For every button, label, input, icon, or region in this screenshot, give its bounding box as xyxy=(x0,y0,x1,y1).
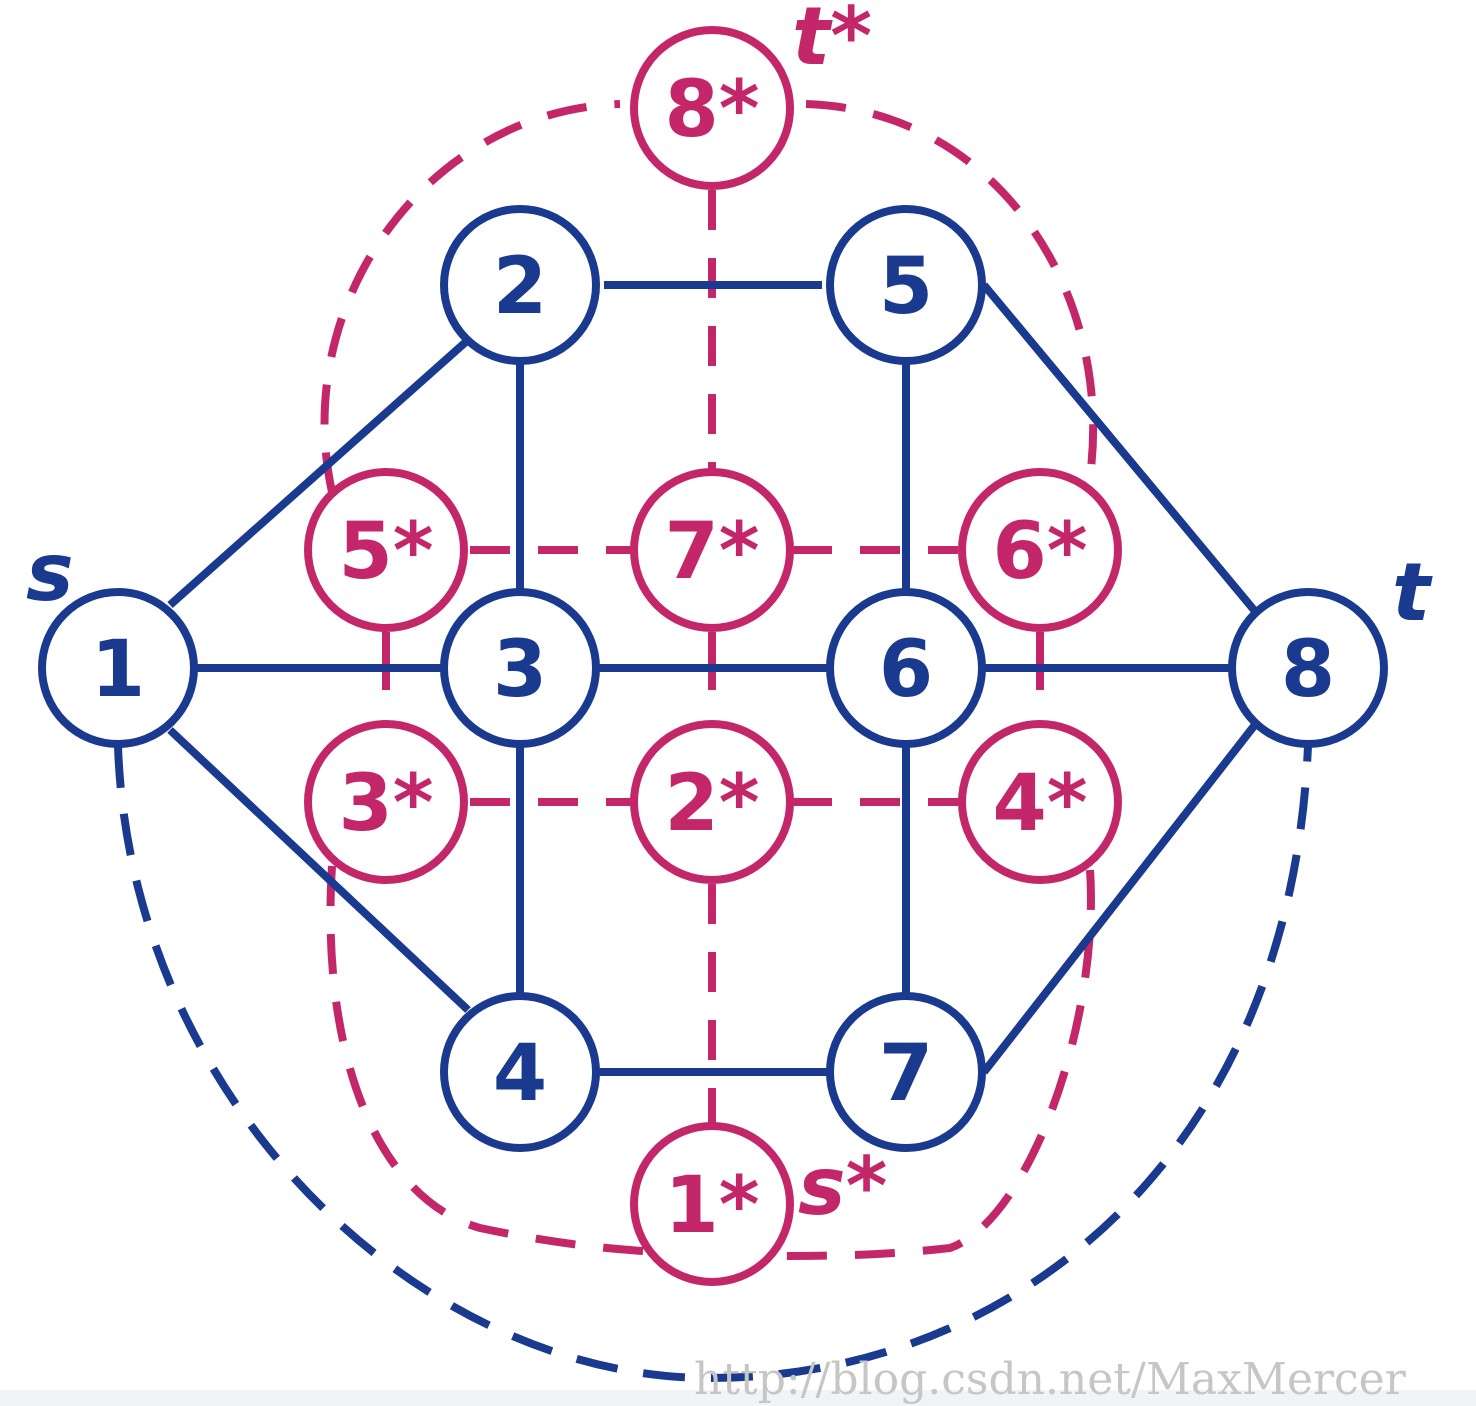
dual-node-7-circle xyxy=(958,720,1122,884)
dual-node-8-label: 1* xyxy=(664,1161,759,1251)
watermark: http://blog.csdn.net/MaxMercer xyxy=(694,1354,1407,1405)
dual-node-4-circle xyxy=(958,468,1122,632)
label-dual-source: s* xyxy=(798,1140,887,1233)
footer-strip xyxy=(0,1390,1476,1406)
dual-node-6-label: 2* xyxy=(664,759,759,849)
primal-node-1: 1 xyxy=(38,588,198,748)
dual-node-5: 3* xyxy=(304,720,468,884)
dual-node-1-circle xyxy=(630,26,794,190)
primal-node-5-circle xyxy=(826,205,986,365)
dual-node-4: 6* xyxy=(958,468,1122,632)
dual-node-7: 4* xyxy=(958,720,1122,884)
dual-node-3-circle xyxy=(630,468,794,632)
dual-edge-outer-top xyxy=(320,100,1098,493)
dual-edge-outer-bottom-left xyxy=(326,865,661,1256)
dual-node-3: 7* xyxy=(630,468,794,632)
dual-node-2: 5* xyxy=(304,468,468,632)
primal-node-3-circle xyxy=(440,588,600,748)
primal-node-6-label: 6 xyxy=(879,625,933,715)
dual-node-1: 8* xyxy=(630,26,794,190)
primal-node-3-label: 3 xyxy=(493,625,547,715)
dual-node-8: 1* xyxy=(630,1122,794,1286)
primal-node-6-circle xyxy=(826,588,986,748)
dual-node-2-label: 5* xyxy=(338,507,433,597)
dual-node-4-label: 6* xyxy=(992,507,1087,597)
dual-node-6: 2* xyxy=(630,720,794,884)
primal-node-8-label: 8 xyxy=(1281,625,1335,715)
edge-5-8 xyxy=(980,282,1258,613)
primal-node-8: 8 xyxy=(1228,588,1388,748)
primal-node-5-label: 5 xyxy=(879,242,933,332)
primal-node-4-label: 4 xyxy=(493,1029,547,1119)
dual-node-1-label: 8* xyxy=(664,65,759,155)
dual-node-5-circle xyxy=(304,720,468,884)
dual-node-8-circle xyxy=(630,1122,794,1286)
primal-node-3: 3 xyxy=(440,588,600,748)
primal-node-7-circle xyxy=(826,992,986,1152)
primal-node-7-label: 7 xyxy=(879,1029,933,1119)
primal-nodes: 1 2 3 4 5 6 7 8 xyxy=(38,205,1388,1152)
label-source: s xyxy=(26,526,74,619)
primal-node-7: 7 xyxy=(826,992,986,1152)
dual-edges xyxy=(320,100,1098,1260)
primal-node-4: 4 xyxy=(440,992,600,1152)
primal-node-1-label: 1 xyxy=(91,625,145,715)
primal-node-2-circle xyxy=(440,205,600,365)
dual-node-3-label: 7* xyxy=(664,507,759,597)
label-dual-sink: t* xyxy=(792,0,872,83)
primal-node-2-label: 2 xyxy=(493,242,547,332)
primal-node-1-circle xyxy=(38,588,198,748)
edge-1-8-outer xyxy=(114,745,1312,1383)
primal-node-6: 6 xyxy=(826,588,986,748)
primal-node-5: 5 xyxy=(826,205,986,365)
edge-1-4 xyxy=(167,727,471,1013)
primal-node-4-circle xyxy=(440,992,600,1152)
label-sink: t xyxy=(1392,546,1433,639)
dual-nodes: 8* 5* 7* 6* 3* 2* 4* 1* xyxy=(304,26,1122,1286)
primal-node-2: 2 xyxy=(440,205,600,365)
dual-node-5-label: 3* xyxy=(338,759,433,849)
edge-1-2 xyxy=(167,337,471,608)
dual-node-2-circle xyxy=(304,468,468,632)
edge-7-8 xyxy=(980,723,1258,1075)
dual-node-6-circle xyxy=(630,720,794,884)
primal-node-8-circle xyxy=(1228,588,1388,748)
primal-edges xyxy=(114,281,1312,1383)
dual-node-7-label: 4* xyxy=(992,759,1087,849)
